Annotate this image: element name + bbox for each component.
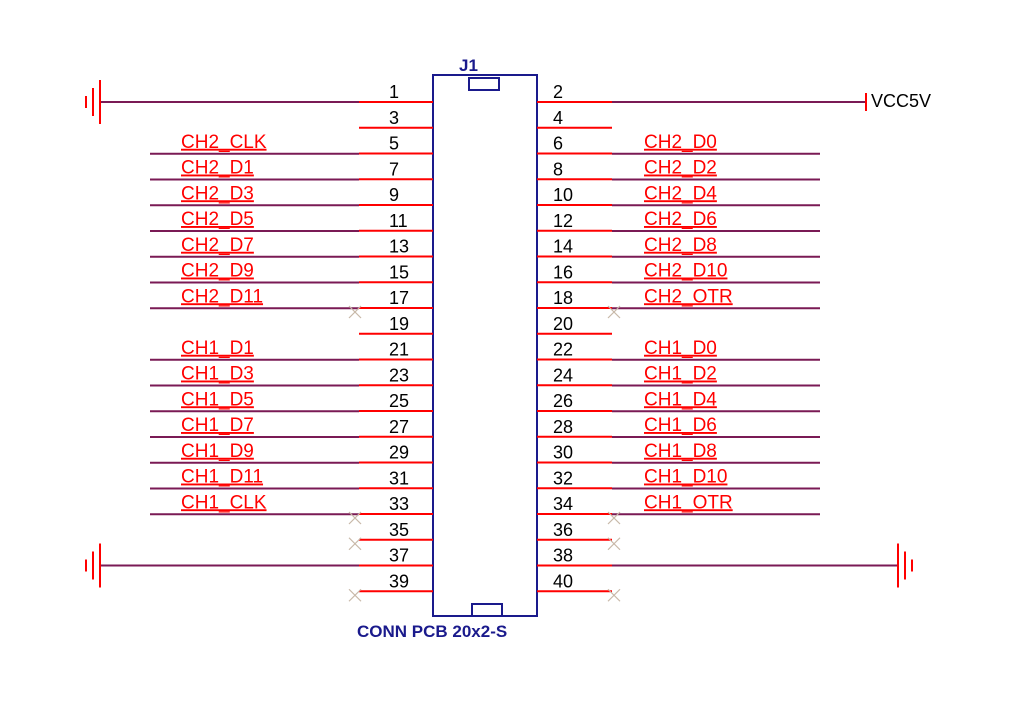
right-pin-10-net-label: CH2_D6 [644, 209, 717, 230]
connector-body [432, 74, 538, 617]
left-pin-37-number: 37 [389, 546, 409, 566]
right-pin-28-net-label: CH1_D8 [644, 441, 717, 462]
right-pin-4-net-label: CH2_D0 [644, 132, 717, 153]
right-pin-36-number: 36 [553, 520, 573, 540]
left-pin-3-net-label: CH2_CLK [181, 132, 267, 153]
right-pin-38-number: 38 [553, 546, 573, 566]
right-pin-34-no-connect-b [607, 511, 621, 525]
left-pin-33-number: 33 [389, 494, 409, 514]
right-pin-2-number: 2 [553, 82, 563, 102]
left-pin-5-net-label: CH2_D1 [181, 158, 254, 179]
left-pin-33-no-connect-b [348, 511, 362, 525]
left-pin-19-net-label: CH1_D1 [181, 338, 254, 359]
right-pin-22-net-label: CH1_D2 [644, 364, 717, 385]
left-pin-27-net-label: CH1_D9 [181, 441, 254, 462]
right-pin-24-number: 24 [553, 365, 573, 385]
left-pin-31-net-label: CH1_CLK [181, 492, 267, 513]
right-pin-8-number: 8 [553, 159, 563, 179]
right-pin-16-number: 16 [553, 262, 573, 282]
right-pin-14-number: 14 [553, 237, 573, 257]
left-pin-31-number: 31 [389, 468, 409, 488]
left-pin-23-number: 23 [389, 365, 409, 385]
right-pin-14-net-label: CH2_D10 [644, 261, 727, 282]
right-pin-6-number: 6 [553, 134, 563, 154]
right-pin-22-number: 22 [553, 340, 573, 360]
left-pin-29-number: 29 [389, 443, 409, 463]
left-pin-1-number: 1 [389, 82, 399, 102]
right-pin-28-number: 28 [553, 417, 573, 437]
component-value: CONN PCB 20x2-S [357, 622, 507, 641]
left-pin-17-no-connect-b [348, 305, 362, 319]
left-pin-13-net-label: CH2_D9 [181, 261, 254, 282]
left-pin-7-net-label: CH2_D3 [181, 183, 254, 204]
right-pin-18-no-connect-b [607, 305, 621, 319]
left-pin-19-number: 19 [389, 314, 409, 334]
polarization-key-bottom [471, 603, 503, 617]
right-pin-16-net-label: CH2_OTR [644, 286, 733, 307]
right-pin-8-net-label: CH2_D4 [644, 183, 717, 204]
left-pin-7-number: 7 [389, 159, 399, 179]
right-pin-32-number: 32 [553, 468, 573, 488]
right-pin-20-net-label: CH1_D0 [644, 338, 717, 359]
right-pin-30-number: 30 [553, 443, 573, 463]
left-pin-9-net-label: CH2_D5 [181, 209, 254, 230]
left-pin-25-net-label: CH1_D7 [181, 415, 254, 436]
left-pin-35-number: 35 [389, 520, 409, 540]
right-pin-6-net-label: CH2_D2 [644, 158, 717, 179]
left-pin-23-net-label: CH1_D5 [181, 389, 254, 410]
left-pin-15-net-label: CH2_D11 [181, 286, 263, 307]
power-net-label: VCC5V [871, 91, 931, 111]
left-pin-35-no-connect-b [348, 537, 362, 551]
left-pin-39-no-connect-b [348, 588, 362, 602]
left-pin-27-number: 27 [389, 417, 409, 437]
right-pin-32-net-label: CH1_OTR [644, 492, 733, 513]
left-pin-9-number: 9 [389, 185, 399, 205]
right-pin-12-number: 12 [553, 211, 573, 231]
left-pin-29-net-label: CH1_D11 [181, 467, 263, 488]
left-pin-39-number: 39 [389, 571, 409, 591]
right-pin-4-number: 4 [553, 108, 563, 128]
left-pin-5-number: 5 [389, 134, 399, 154]
left-pin-17-number: 17 [389, 288, 409, 308]
right-pin-20-number: 20 [553, 314, 573, 334]
left-pin-25-number: 25 [389, 391, 409, 411]
right-pin-12-net-label: CH2_D8 [644, 235, 717, 256]
right-pin-18-number: 18 [553, 288, 573, 308]
left-pin-11-number: 11 [389, 211, 408, 231]
left-pin-15-number: 15 [389, 262, 409, 282]
right-pin-34-number: 34 [553, 494, 573, 514]
polarization-key-top [468, 77, 500, 91]
right-pin-10-number: 10 [553, 185, 573, 205]
left-pin-21-net-label: CH1_D3 [181, 364, 254, 385]
right-pin-26-number: 26 [553, 391, 573, 411]
left-pin-13-number: 13 [389, 237, 409, 257]
right-pin-36-no-connect-b [607, 537, 621, 551]
left-pin-3-number: 3 [389, 108, 399, 128]
right-pin-24-net-label: CH1_D4 [644, 389, 717, 410]
left-pin-21-number: 21 [389, 340, 409, 360]
right-pin-30-net-label: CH1_D10 [644, 467, 727, 488]
right-pin-40-no-connect-b [607, 588, 621, 602]
left-pin-11-net-label: CH2_D7 [181, 235, 254, 256]
right-pin-26-net-label: CH1_D6 [644, 415, 717, 436]
component-ref: J1 [459, 56, 478, 75]
right-pin-40-number: 40 [553, 571, 573, 591]
